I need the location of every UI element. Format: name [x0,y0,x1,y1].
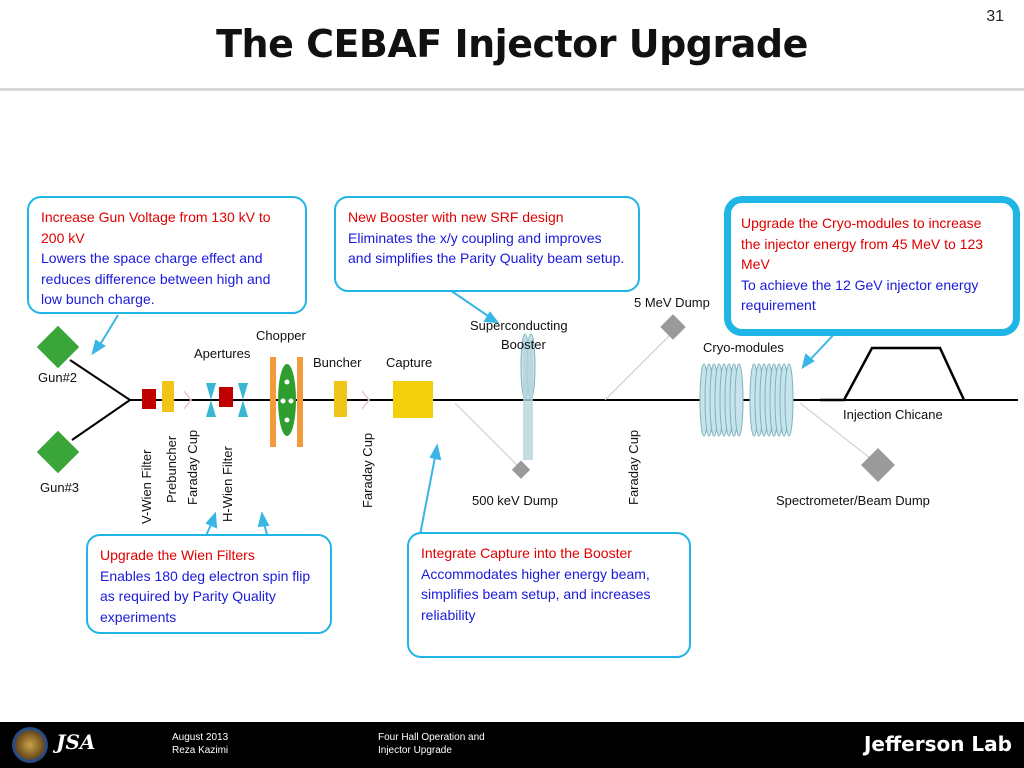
capture-callout: Integrate Capture into the Booster Accom… [407,532,691,658]
chopper-label: Chopper [256,328,306,343]
wien-callout-red: Upgrade the Wien Filters [100,547,255,563]
footer-author: Reza Kazimi [172,745,229,756]
wien-callout: Upgrade the Wien Filters Enables 180 deg… [86,534,332,634]
wien-callout-blue: Enables 180 deg electron spin flip as re… [100,567,311,625]
gun-callout-blue: Lowers the space charge effect and reduc… [41,250,271,307]
h-wien-filter-label: H-Wien Filter [220,446,235,522]
arrow-booster-head [483,311,500,324]
chopper-frame-left [270,357,276,447]
cryo-modules-label: Cryo-modules [703,340,784,355]
cryo-module-1 [699,363,744,437]
faraday-cup-1-label: Faraday Cup [185,429,200,505]
prebuncher-shape [162,381,174,412]
chopper-cavity [278,364,296,436]
gun2-box [36,325,80,369]
buncher-label: Buncher [313,355,362,370]
gun2-label: Gun#2 [38,370,78,385]
gun-callout-red: Increase Gun Voltage from 130 kV to 200 … [41,209,271,246]
injection-chicane [820,346,966,402]
capture-callout-red: Integrate Capture into the Booster [421,545,632,561]
arrow-booster [449,289,492,319]
injection-chicane-label: Injection Chicane [843,407,943,422]
capture-callout-blue: Accommodates higher energy beam, simplif… [421,565,651,623]
footer-talk-line2: Injector Upgrade [378,745,452,756]
arrow-capture [419,451,437,536]
gun2-leg [69,359,131,401]
chopper-frame-right [297,357,303,447]
arrow-cryo-head [801,353,815,370]
aperture-2b [238,400,248,417]
spectrometer-line [799,402,881,467]
dump-500kev-line [454,402,523,471]
capture-label: Capture [386,355,433,370]
aperture-1 [206,383,216,400]
footer-bar: JSA August 2013 Reza Kazimi Four Hall Op… [0,722,1024,768]
title-divider [0,88,1024,91]
dump-5mev-label: 5 MeV Dump [634,295,710,310]
gun3-label: Gun#3 [40,480,80,495]
gun-callout: Increase Gun Voltage from 130 kV to 200 … [27,196,307,314]
chevron-1 [183,390,192,410]
buncher-shape [334,381,347,417]
cryo-callout: Upgrade the Cryo-modules to increase the… [724,196,1020,336]
superconducting-label: Superconducting [470,318,568,333]
footer-date: August 2013 [172,732,229,743]
booster-callout: New Booster with new SRF design Eliminat… [334,196,640,292]
gun3-box [36,430,80,474]
dump-5mev-line [604,329,676,401]
arrow-wien-1-head [205,511,218,529]
cryo-module-2 [749,363,794,437]
booster-callout-red: New Booster with new SRF design [348,209,564,225]
booster-label: Booster [501,337,546,352]
dump-500kev-label: 500 keV Dump [472,493,558,508]
apertures-label: Apertures [194,346,251,361]
capture-shape [393,381,433,418]
doe-seal-logo [12,727,48,763]
v-wien-filter-label: V-Wien Filter [139,449,154,524]
jefferson-lab-logo: Jefferson Lab [863,732,1012,756]
aperture-2 [238,383,248,400]
spectrometer-dump-label: Spectrometer/Beam Dump [776,493,930,508]
cryo-callout-blue: To achieve the 12 GeV injector energy re… [741,276,979,314]
jsa-logo: JSA [56,730,96,754]
gun3-leg [71,399,131,441]
arrow-capture-head [429,443,442,461]
slide-title: The CEBAF Injector Upgrade [216,22,808,66]
prebuncher-label: Prebuncher [164,435,179,503]
arrow-gun [97,314,119,349]
dump-500kev-box [511,460,531,479]
footer-talk-line1: Four Hall Operation and [378,732,485,743]
faraday-cup-3-label: Faraday Cup [626,429,641,505]
dump-5mev-box [660,314,686,340]
arrow-wien-2-head [257,511,270,528]
spectrometer-dump-box [861,448,895,482]
cryo-callout-red: Upgrade the Cryo-modules to increase the… [741,215,984,272]
beamline-diagram [36,289,1018,539]
faraday-cup-2-label: Faraday Cup [360,432,375,508]
v-wien-filter-shape [142,389,156,409]
aperture-1b [206,400,216,417]
booster-callout-blue: Eliminates the x/y coupling and improves… [348,229,625,267]
chevron-2 [361,390,370,410]
arrow-gun-head [91,339,106,356]
slide-number: 31 [986,8,1004,25]
h-wien-filter-shape [219,387,233,407]
